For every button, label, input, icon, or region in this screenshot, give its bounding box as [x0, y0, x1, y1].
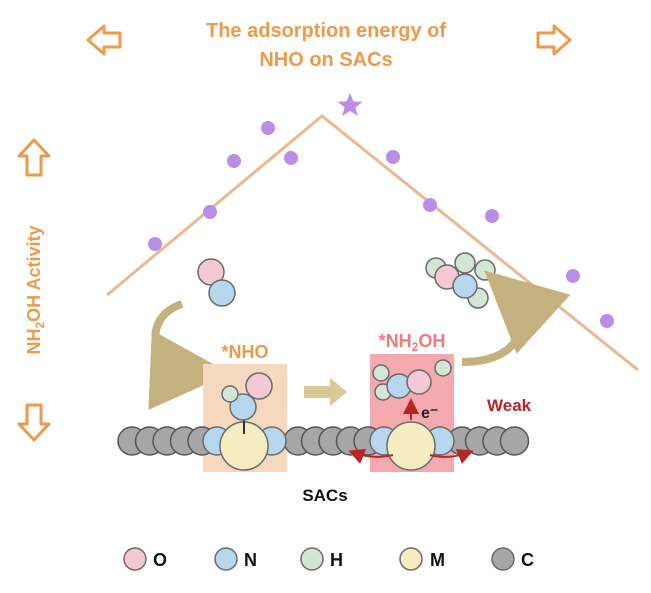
data-point — [261, 121, 275, 135]
svg-text:C: C — [521, 550, 534, 570]
data-point — [423, 198, 437, 212]
curved-arrow-right — [461, 270, 571, 366]
legend-item-c: C — [491, 547, 534, 571]
process-arrow-icon — [304, 378, 347, 406]
data-point — [284, 151, 298, 165]
svg-text:H: H — [330, 550, 343, 570]
volcano-line — [106, 114, 639, 372]
data-point — [227, 154, 241, 168]
title-line-1: The adsorption energy of — [206, 20, 446, 42]
nh2oh-adsorption-site — [348, 359, 474, 471]
title-line-2: NHO on SACs — [259, 49, 392, 71]
legend: O N H M C — [123, 547, 534, 571]
electron-label: e⁻ — [421, 405, 438, 422]
peak-star-icon — [337, 93, 363, 116]
data-point — [148, 237, 162, 251]
svg-text:N: N — [244, 550, 257, 570]
data-point — [566, 269, 580, 283]
svg-text:O: O — [153, 550, 167, 570]
nho-label: *NHO — [221, 342, 268, 362]
weak-label: Weak — [487, 396, 532, 415]
curved-arrow-left — [148, 300, 230, 410]
up-arrow-icon — [17, 138, 51, 177]
data-point — [386, 150, 400, 164]
carbon-atom — [499, 426, 530, 456]
sacs-substrate — [117, 426, 530, 456]
data-point — [485, 209, 499, 223]
nho-adsorption-site — [202, 372, 287, 471]
data-point — [203, 205, 217, 219]
legend-item-o: O — [123, 547, 167, 571]
legend-item-m: M — [399, 547, 445, 571]
nh2oh-molecule — [425, 252, 496, 309]
down-arrow-icon — [17, 403, 51, 442]
left-arrow-icon — [86, 24, 122, 56]
no-molecule — [197, 258, 236, 307]
svg-text:M: M — [430, 550, 445, 570]
nh2oh-label: *NH2OH — [379, 331, 446, 354]
legend-item-h: H — [300, 547, 343, 571]
right-arrow-icon — [536, 24, 572, 56]
legend-item-n: N — [214, 547, 257, 571]
y-axis-label: NH2OH Activity — [24, 225, 47, 354]
data-point — [600, 314, 614, 328]
sacs-label: SACs — [302, 486, 347, 505]
